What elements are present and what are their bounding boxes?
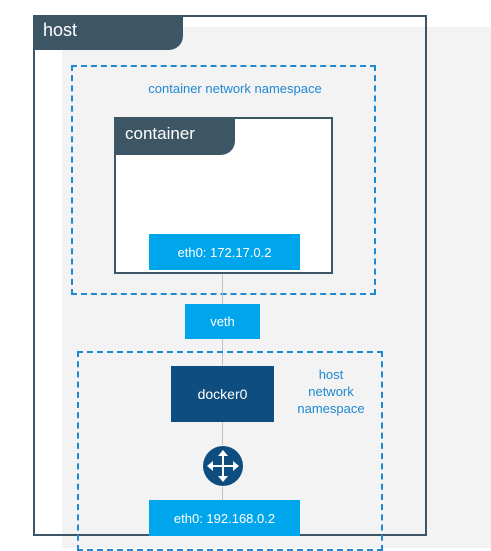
- connector-line: [222, 422, 223, 445]
- host-namespace-label-line2: network: [308, 384, 354, 399]
- container-eth0: eth0: 172.17.0.2: [149, 234, 300, 270]
- host-tab: host: [33, 15, 183, 50]
- container-tab: container: [114, 117, 235, 155]
- host-eth0: eth0: 192.168.0.2: [149, 500, 300, 536]
- host-namespace-label: host network namespace: [286, 366, 376, 417]
- docker0-bridge: docker0: [171, 366, 274, 422]
- router-icon: [203, 446, 243, 486]
- host-label: host: [43, 20, 78, 40]
- container-namespace-label: container network namespace: [148, 81, 322, 96]
- connector-line: [222, 487, 223, 500]
- container-namespace-box: [71, 65, 376, 295]
- veth-box: veth: [185, 304, 260, 339]
- host-namespace-label-line1: host: [318, 367, 344, 382]
- host-namespace-label-line3: namespace: [297, 401, 365, 416]
- container-label: container: [125, 124, 195, 143]
- connector-line: [222, 274, 223, 304]
- background-panel: [62, 27, 491, 548]
